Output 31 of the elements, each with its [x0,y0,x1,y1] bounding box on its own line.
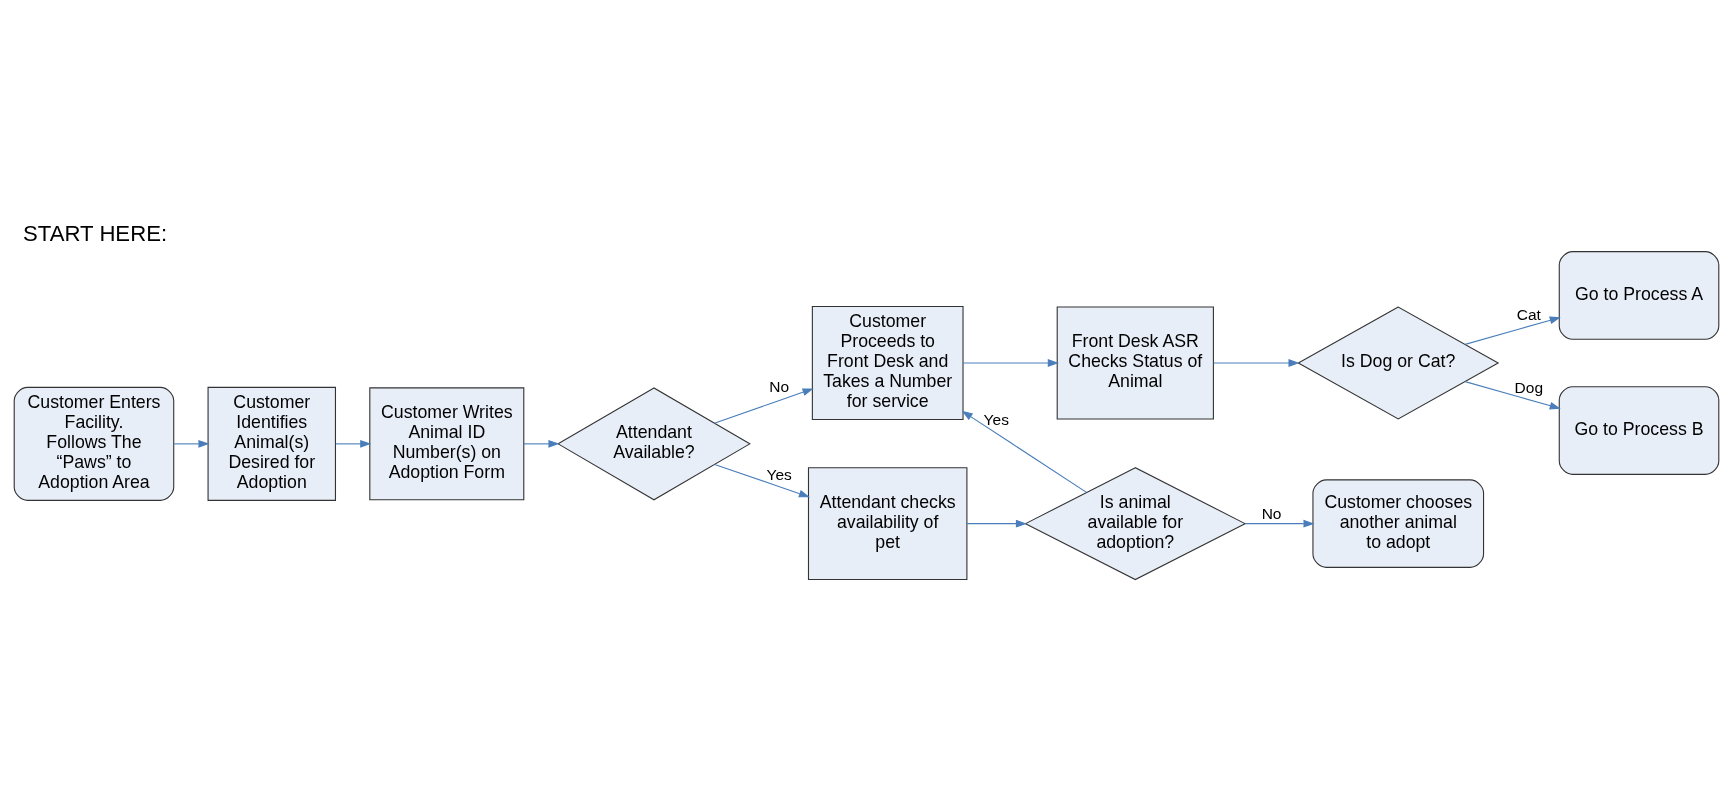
edge-label: Yes [765,465,792,483]
arrow [1464,381,1561,410]
node-box: Attendant checks availability of pet [807,467,967,581]
arrow [1244,519,1315,528]
edge-label: No [1261,505,1281,523]
node-diamond: Is animal available for adoption? [1023,467,1246,581]
node-box: Go to Process A [1558,251,1719,340]
edge-label: Cat [1516,306,1541,324]
node-diamond: Attendant Available? [556,387,751,501]
node-box: Customer Writes Animal ID Number(s) on Adoption Form [368,387,524,501]
node-box: Customer Enters Facility. Follows The “Paws” to Adoption Area [13,386,174,501]
node-box: Front Desk ASR Checks Status of Animal [1056,306,1214,420]
arrow [966,519,1027,528]
edge-label: Yes [983,411,1009,429]
arrow [961,410,1087,493]
arrow [1464,316,1561,345]
edge-label: No [768,378,789,396]
node-box: Customer Proceeds to Front Desk and Takes a Number for service [811,305,964,421]
node-box: Customer Identifies Animal(s) Desired for Adoption [207,386,336,501]
node-box: Go to Process B [1558,386,1719,475]
arrow [173,439,209,448]
node-box: Customer chooses another animal to adopt [1311,479,1484,568]
arrow [522,439,559,448]
node-diamond: Is Dog or Cat? [1296,306,1499,420]
arrow [962,359,1059,367]
arrow [1212,359,1300,367]
arrow [713,388,814,424]
arrow [713,463,810,498]
edge-label: Dog [1514,379,1543,397]
arrow [334,439,371,448]
diagram-title: START HERE: [22,220,167,246]
